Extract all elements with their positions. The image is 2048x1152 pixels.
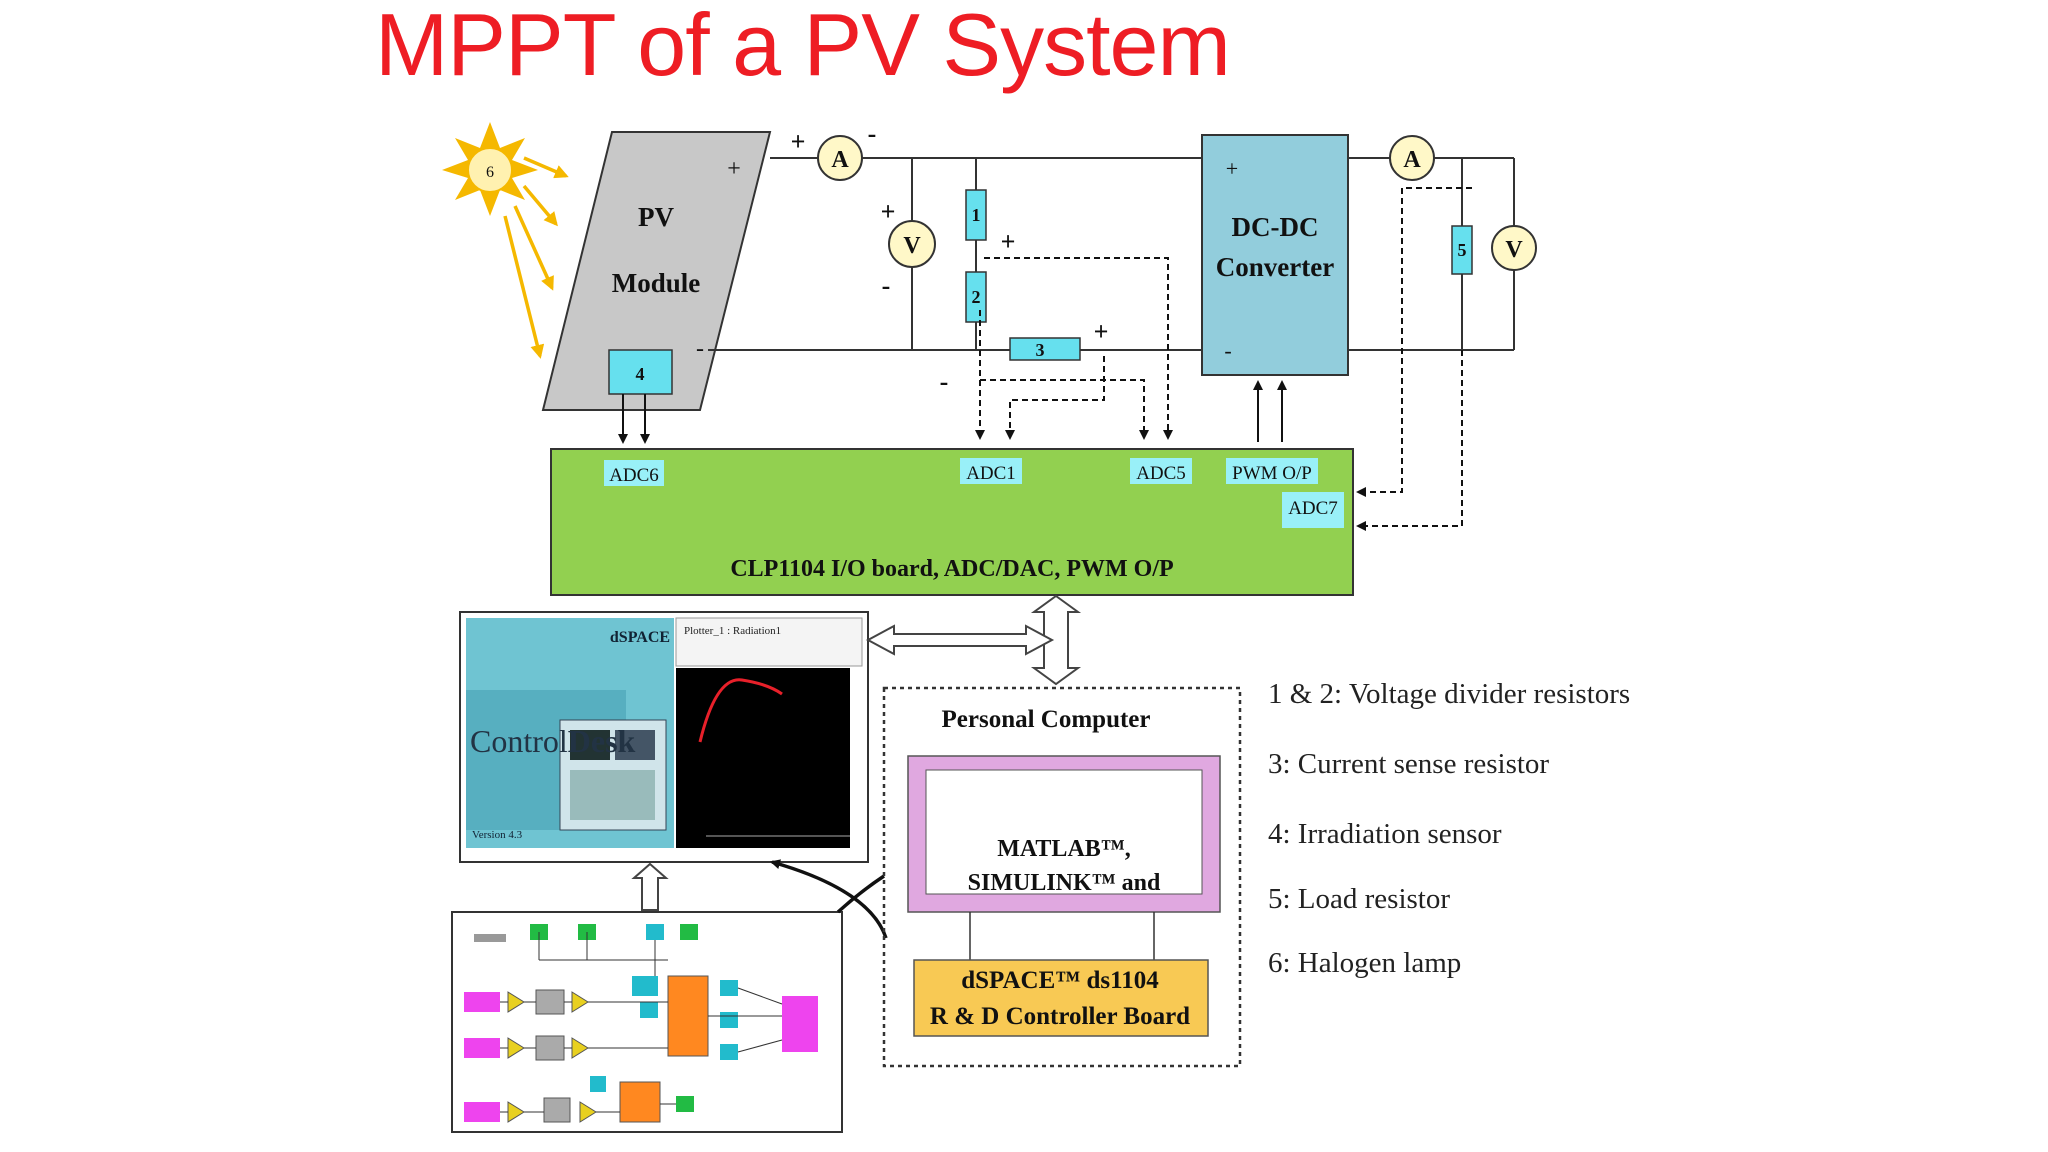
- resistor-2: 2: [965, 271, 987, 323]
- legend-item: 5: Load resistor: [1268, 883, 1451, 915]
- port-adc7: ADC7: [1288, 498, 1338, 519]
- lamp-label: 6: [486, 164, 494, 181]
- software-label: MATLAB™,: [997, 836, 1131, 862]
- converter-plus-terminal: +: [1226, 156, 1238, 181]
- slide-title: MPPT of a PV System: [375, 0, 1231, 94]
- controller-label: dSPACE™ ds1104: [961, 967, 1159, 994]
- personal-computer: Personal Computer MATLAB™, SIMULINK™ and…: [882, 686, 1242, 1068]
- controldesk-screenshot: dSPACE ControlDesk Version 4.3 Plotter_1…: [459, 611, 869, 863]
- halogen-lamp-icon: 6: [442, 122, 538, 216]
- converter-label: Converter: [1216, 252, 1334, 282]
- pv-module-label: PV: [638, 202, 674, 232]
- port-adc1: ADC1: [966, 463, 1016, 484]
- dc-dc-converter: DC-DC Converter + -: [1201, 134, 1349, 376]
- resistor-5: 5: [1451, 225, 1473, 275]
- pv-plus-terminal: +: [727, 156, 741, 182]
- controller-label: R & D Controller Board: [930, 1003, 1190, 1030]
- resistor-3: 3: [1009, 337, 1081, 361]
- legend-item: 1 & 2: Voltage divider resistors: [1268, 678, 1631, 710]
- controldesk-version: Version 4.3: [472, 829, 523, 841]
- irradiation-sensor: 4: [608, 349, 673, 395]
- io-board-label: CLP1104 I/O board, ADC/DAC, PWM O/P: [730, 556, 1173, 582]
- pv-minus-terminal: -: [696, 336, 704, 362]
- pc-label: Personal Computer: [942, 706, 1151, 733]
- resistor-1: 1: [965, 189, 987, 241]
- converter-minus-terminal: -: [1224, 338, 1231, 363]
- voltmeter-2: V: [1491, 225, 1537, 271]
- converter-label: DC-DC: [1232, 212, 1319, 242]
- simulink-up-arrow: [631, 862, 669, 911]
- ammeter-symbol: A: [1403, 147, 1421, 173]
- voltmeter-1: V + -: [881, 197, 936, 300]
- plus-sign: +: [1001, 227, 1016, 256]
- ammeter-1: A + -: [791, 119, 877, 181]
- pv-module-label: Module: [612, 268, 701, 298]
- resistor-label: 5: [1458, 240, 1467, 260]
- radiation-curve: [698, 678, 783, 743]
- legend-item: 6: Halogen lamp: [1268, 947, 1462, 979]
- plus-sign: +: [791, 127, 806, 156]
- minus-sign: -: [868, 119, 877, 148]
- port-adc5: ADC5: [1136, 463, 1186, 484]
- pc-display-arrows: [770, 859, 888, 939]
- screenshot-link-arrow: [865, 624, 1055, 656]
- plus-sign: +: [881, 197, 896, 226]
- plus-sign: +: [1094, 317, 1109, 346]
- board-pc-link-arrow: [1030, 594, 1082, 686]
- sense-signal-lines: [975, 187, 1472, 531]
- minus-sign: -: [882, 271, 891, 300]
- io-board: ADC6 ADC1 ADC5 PWM O/P ADC7 CLP1104 I/O …: [550, 448, 1354, 596]
- circuit-wires: [708, 157, 1515, 351]
- software-label: SIMULINK™ and: [968, 870, 1161, 896]
- port-pwm: PWM O/P: [1232, 463, 1312, 484]
- minus-sign: -: [940, 367, 949, 396]
- simulink-model-screenshot: [451, 911, 843, 1133]
- legend-item: 3: Current sense resistor: [1268, 748, 1550, 780]
- voltmeter-symbol: V: [1505, 237, 1523, 263]
- ammeter-2: A: [1389, 135, 1435, 181]
- light-rays: [503, 156, 569, 359]
- dspace-brand: dSPACE: [610, 629, 670, 646]
- pv-module: PV Module + -: [541, 131, 772, 411]
- ammeter-symbol: A: [831, 147, 849, 173]
- port-adc6: ADC6: [609, 465, 659, 486]
- resistor-label: 2: [972, 287, 981, 307]
- plot-window-title: Plotter_1 : Radiation1: [684, 625, 781, 637]
- resistor-label: 4: [636, 364, 645, 384]
- resistor-label: 1: [972, 205, 981, 225]
- legend-item: 4: Irradiation sensor: [1268, 818, 1502, 850]
- solid-signal-lines: [618, 380, 1287, 444]
- voltmeter-symbol: V: [903, 233, 921, 259]
- controldesk-product: ControlDesk: [470, 723, 636, 759]
- resistor-label: 3: [1036, 340, 1045, 360]
